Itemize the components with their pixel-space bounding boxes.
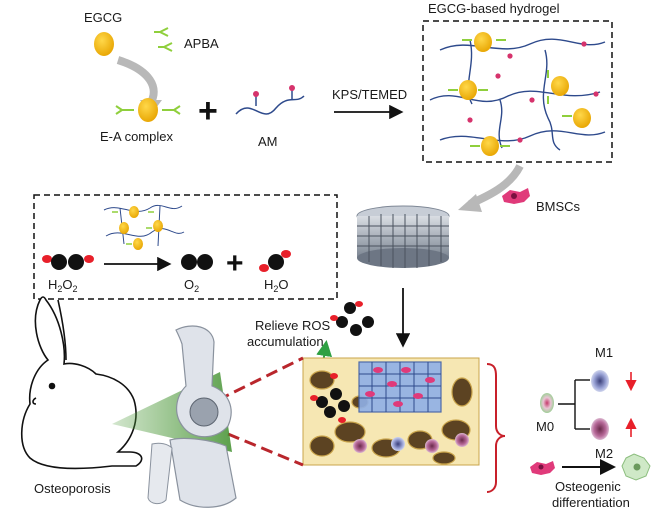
combine-arrow [116, 56, 158, 107]
hydrogel-egcg-nodes [459, 32, 591, 156]
m0-label: M0 [536, 419, 554, 434]
ea-complex [115, 98, 181, 122]
h2o2-molecule [42, 254, 94, 270]
initiator-label: KPS/TEMED [332, 87, 407, 102]
osteoblast-cell [621, 453, 651, 481]
o2-molecule [181, 254, 213, 270]
bmsc-cell-icon [502, 188, 530, 204]
hydrogel-label: EGCG-based hydrogel [428, 1, 560, 16]
apba-molecules [154, 27, 173, 52]
bmscs-label: BMSCs [536, 199, 581, 214]
ros-cluster-top [330, 301, 374, 336]
osteogenic-label: Osteogenic [555, 479, 621, 494]
rabbit-illustration [20, 296, 143, 470]
ea-complex-label: E-A complex [100, 129, 173, 144]
scaffold [356, 205, 450, 268]
apba-label: APBA [184, 36, 219, 51]
hydrogel-network [429, 38, 606, 151]
zoom-line-top [217, 356, 304, 402]
ros-hydrogel-inset [103, 204, 185, 250]
am-monomer [235, 85, 305, 115]
m1-label: M1 [595, 345, 613, 360]
osteoporosis-label: Osteoporosis [34, 481, 111, 496]
accumulation-label: accumulation [247, 334, 324, 349]
effects-bracket [486, 363, 506, 493]
am-label: AM [258, 134, 278, 149]
hydrogel-box [422, 20, 613, 163]
knee-joint [147, 325, 237, 508]
h2o2-label: H2O2 [48, 277, 78, 294]
loading-arrowhead [458, 194, 482, 212]
bmsc-cell-small [530, 461, 555, 475]
egcg-molecule [94, 32, 114, 56]
relieve-label: Relieve ROS [255, 318, 330, 333]
bone-panel [302, 357, 480, 466]
zoom-line-bottom [227, 432, 304, 467]
m0-macrophage [540, 393, 554, 413]
hydrogel-crosslink-dots [467, 41, 599, 143]
h2o-molecule [259, 250, 291, 272]
ros-box [33, 194, 338, 300]
h2o-label: H2O [264, 277, 289, 294]
polarization-branch [558, 379, 590, 430]
m2-label: M2 [595, 446, 613, 461]
m2-macrophage [591, 418, 609, 440]
plus-sign: + [198, 92, 218, 130]
o2-label: O2 [184, 277, 199, 294]
m1-macrophage [591, 370, 609, 392]
plus-sign-2: + [226, 247, 244, 280]
hydrogel-apba-links [448, 39, 572, 147]
differentiation-label: differentiation [552, 495, 630, 510]
egcg-label: EGCG [84, 10, 122, 25]
